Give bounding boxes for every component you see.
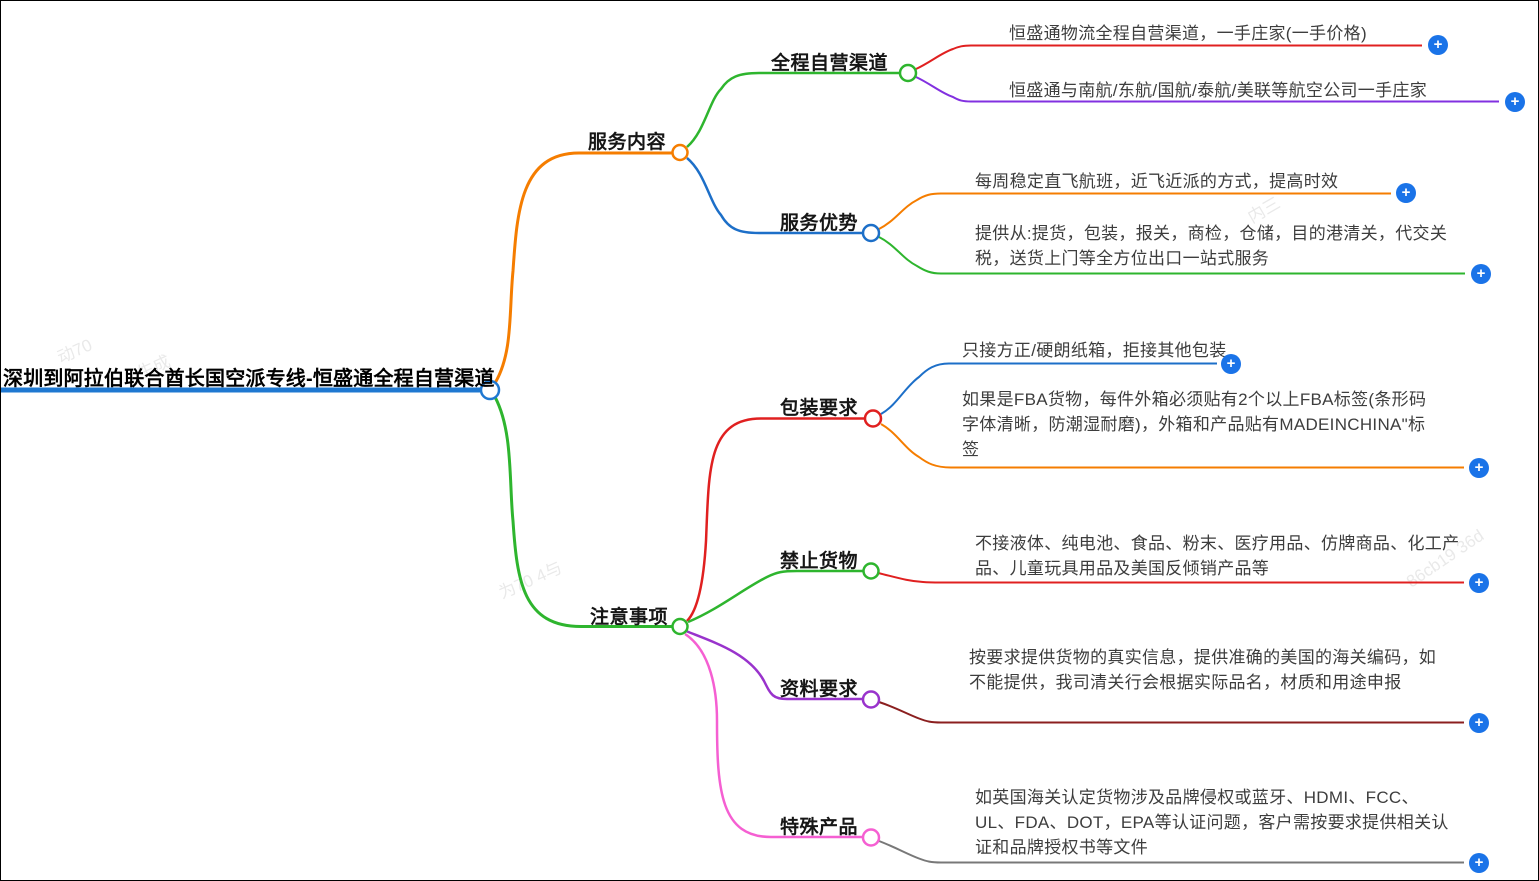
- branch-notes[interactable]: 注意事项: [590, 607, 669, 628]
- connector-service-content[interactable]: [671, 143, 689, 162]
- connector-notes[interactable]: [671, 617, 689, 636]
- add-node-button[interactable]: +: [1469, 573, 1489, 593]
- leaf-documents-1[interactable]: 按要求提供货物的真实信息，提供准确的美国的海关编码，如不能提供，我司清关行会根据…: [969, 648, 1437, 692]
- subtopic-documents[interactable]: 资料要求: [780, 679, 859, 700]
- leaf-channel-1[interactable]: 恒盛通物流全程自营渠道，一手庄家(一手价格): [1009, 24, 1367, 43]
- subtopic-prohibited[interactable]: 禁止货物: [780, 551, 859, 572]
- connector-channel[interactable]: [898, 63, 918, 83]
- connector-prohibited[interactable]: [862, 562, 880, 580]
- add-node-button[interactable]: +: [1469, 853, 1489, 873]
- leaf-advantage-2[interactable]: 提供从:提货，包装，报关，商检，仓储，目的港清关，代交关税，送货上门等全方位出口…: [975, 224, 1448, 268]
- edge-root-notes: [493, 396, 672, 628]
- edge-notes-special: [684, 632, 862, 839]
- edge-special-leaf1: [878, 840, 1464, 864]
- branch-service-content[interactable]: 服务内容: [588, 132, 667, 153]
- connector-special[interactable]: [861, 828, 881, 847]
- add-node-button[interactable]: +: [1428, 35, 1448, 55]
- leaf-packaging-2[interactable]: 如果是FBA货物，每件外箱必须贴有2个以上FBA标签(条形码字体清晰，防潮湿耐磨…: [962, 390, 1427, 459]
- edge-service-channel: [686, 71, 900, 148]
- subtopic-packaging[interactable]: 包装要求: [780, 398, 859, 419]
- subtopic-advantage[interactable]: 服务优势: [780, 213, 859, 234]
- edge-notes-documents: [685, 629, 862, 701]
- add-node-button[interactable]: +: [1505, 92, 1525, 112]
- edge-notes-packaging: [686, 417, 865, 622]
- edge-advantage-leaf2: [878, 236, 1465, 275]
- leaf-special-1[interactable]: 如英国海关认定货物涉及品牌侵权或蓝牙、HDMI、FCC、UL、FDA、DOT，E…: [975, 788, 1449, 857]
- connector-packaging[interactable]: [863, 409, 883, 428]
- edge-service-advantage: [686, 157, 863, 235]
- add-node-button[interactable]: +: [1469, 713, 1489, 733]
- edge-channel-leaf1: [915, 44, 1422, 70]
- subtopic-channel[interactable]: 全程自营渠道: [771, 53, 889, 74]
- add-node-button[interactable]: +: [1469, 458, 1489, 478]
- edge-packaging-leaf2: [880, 423, 1464, 469]
- leaf-advantage-1[interactable]: 每周稳定直飞航班，近飞近派的方式，提高时效: [975, 172, 1339, 191]
- edge-documents-leaf1: [878, 701, 1464, 724]
- leaf-channel-2[interactable]: 恒盛通与南航/东航/国航/泰航/美联等航空公司一手庄家: [1009, 81, 1427, 100]
- root-connector[interactable]: [479, 379, 501, 401]
- leaf-packaging-1[interactable]: 只接方正/硬朗纸箱，拒接其他包装: [962, 341, 1227, 360]
- connector-advantage[interactable]: [861, 223, 881, 243]
- edge-root-service-content: [493, 151, 672, 384]
- edge-channel-leaf2: [915, 76, 1499, 103]
- edge-advantage-leaf1: [878, 192, 1391, 230]
- edge-prohibited-leaf1: [877, 572, 1464, 584]
- connector-documents[interactable]: [861, 690, 881, 709]
- edge-packaging-leaf1: [880, 362, 1217, 415]
- add-node-button[interactable]: +: [1221, 354, 1241, 374]
- add-node-button[interactable]: +: [1396, 183, 1416, 203]
- edge-notes-prohibited: [687, 569, 863, 624]
- add-node-button[interactable]: +: [1471, 264, 1491, 284]
- subtopic-special[interactable]: 特殊产品: [780, 817, 859, 838]
- leaf-prohibited-1[interactable]: 不接液体、纯电池、食品、粉末、医疗用品、仿牌商品、化工产品、儿童玩具用品及美国反…: [975, 534, 1460, 578]
- root-topic[interactable]: 深圳到阿拉伯联合酋长国空派专线-恒盛通全程自营渠道: [3, 368, 495, 390]
